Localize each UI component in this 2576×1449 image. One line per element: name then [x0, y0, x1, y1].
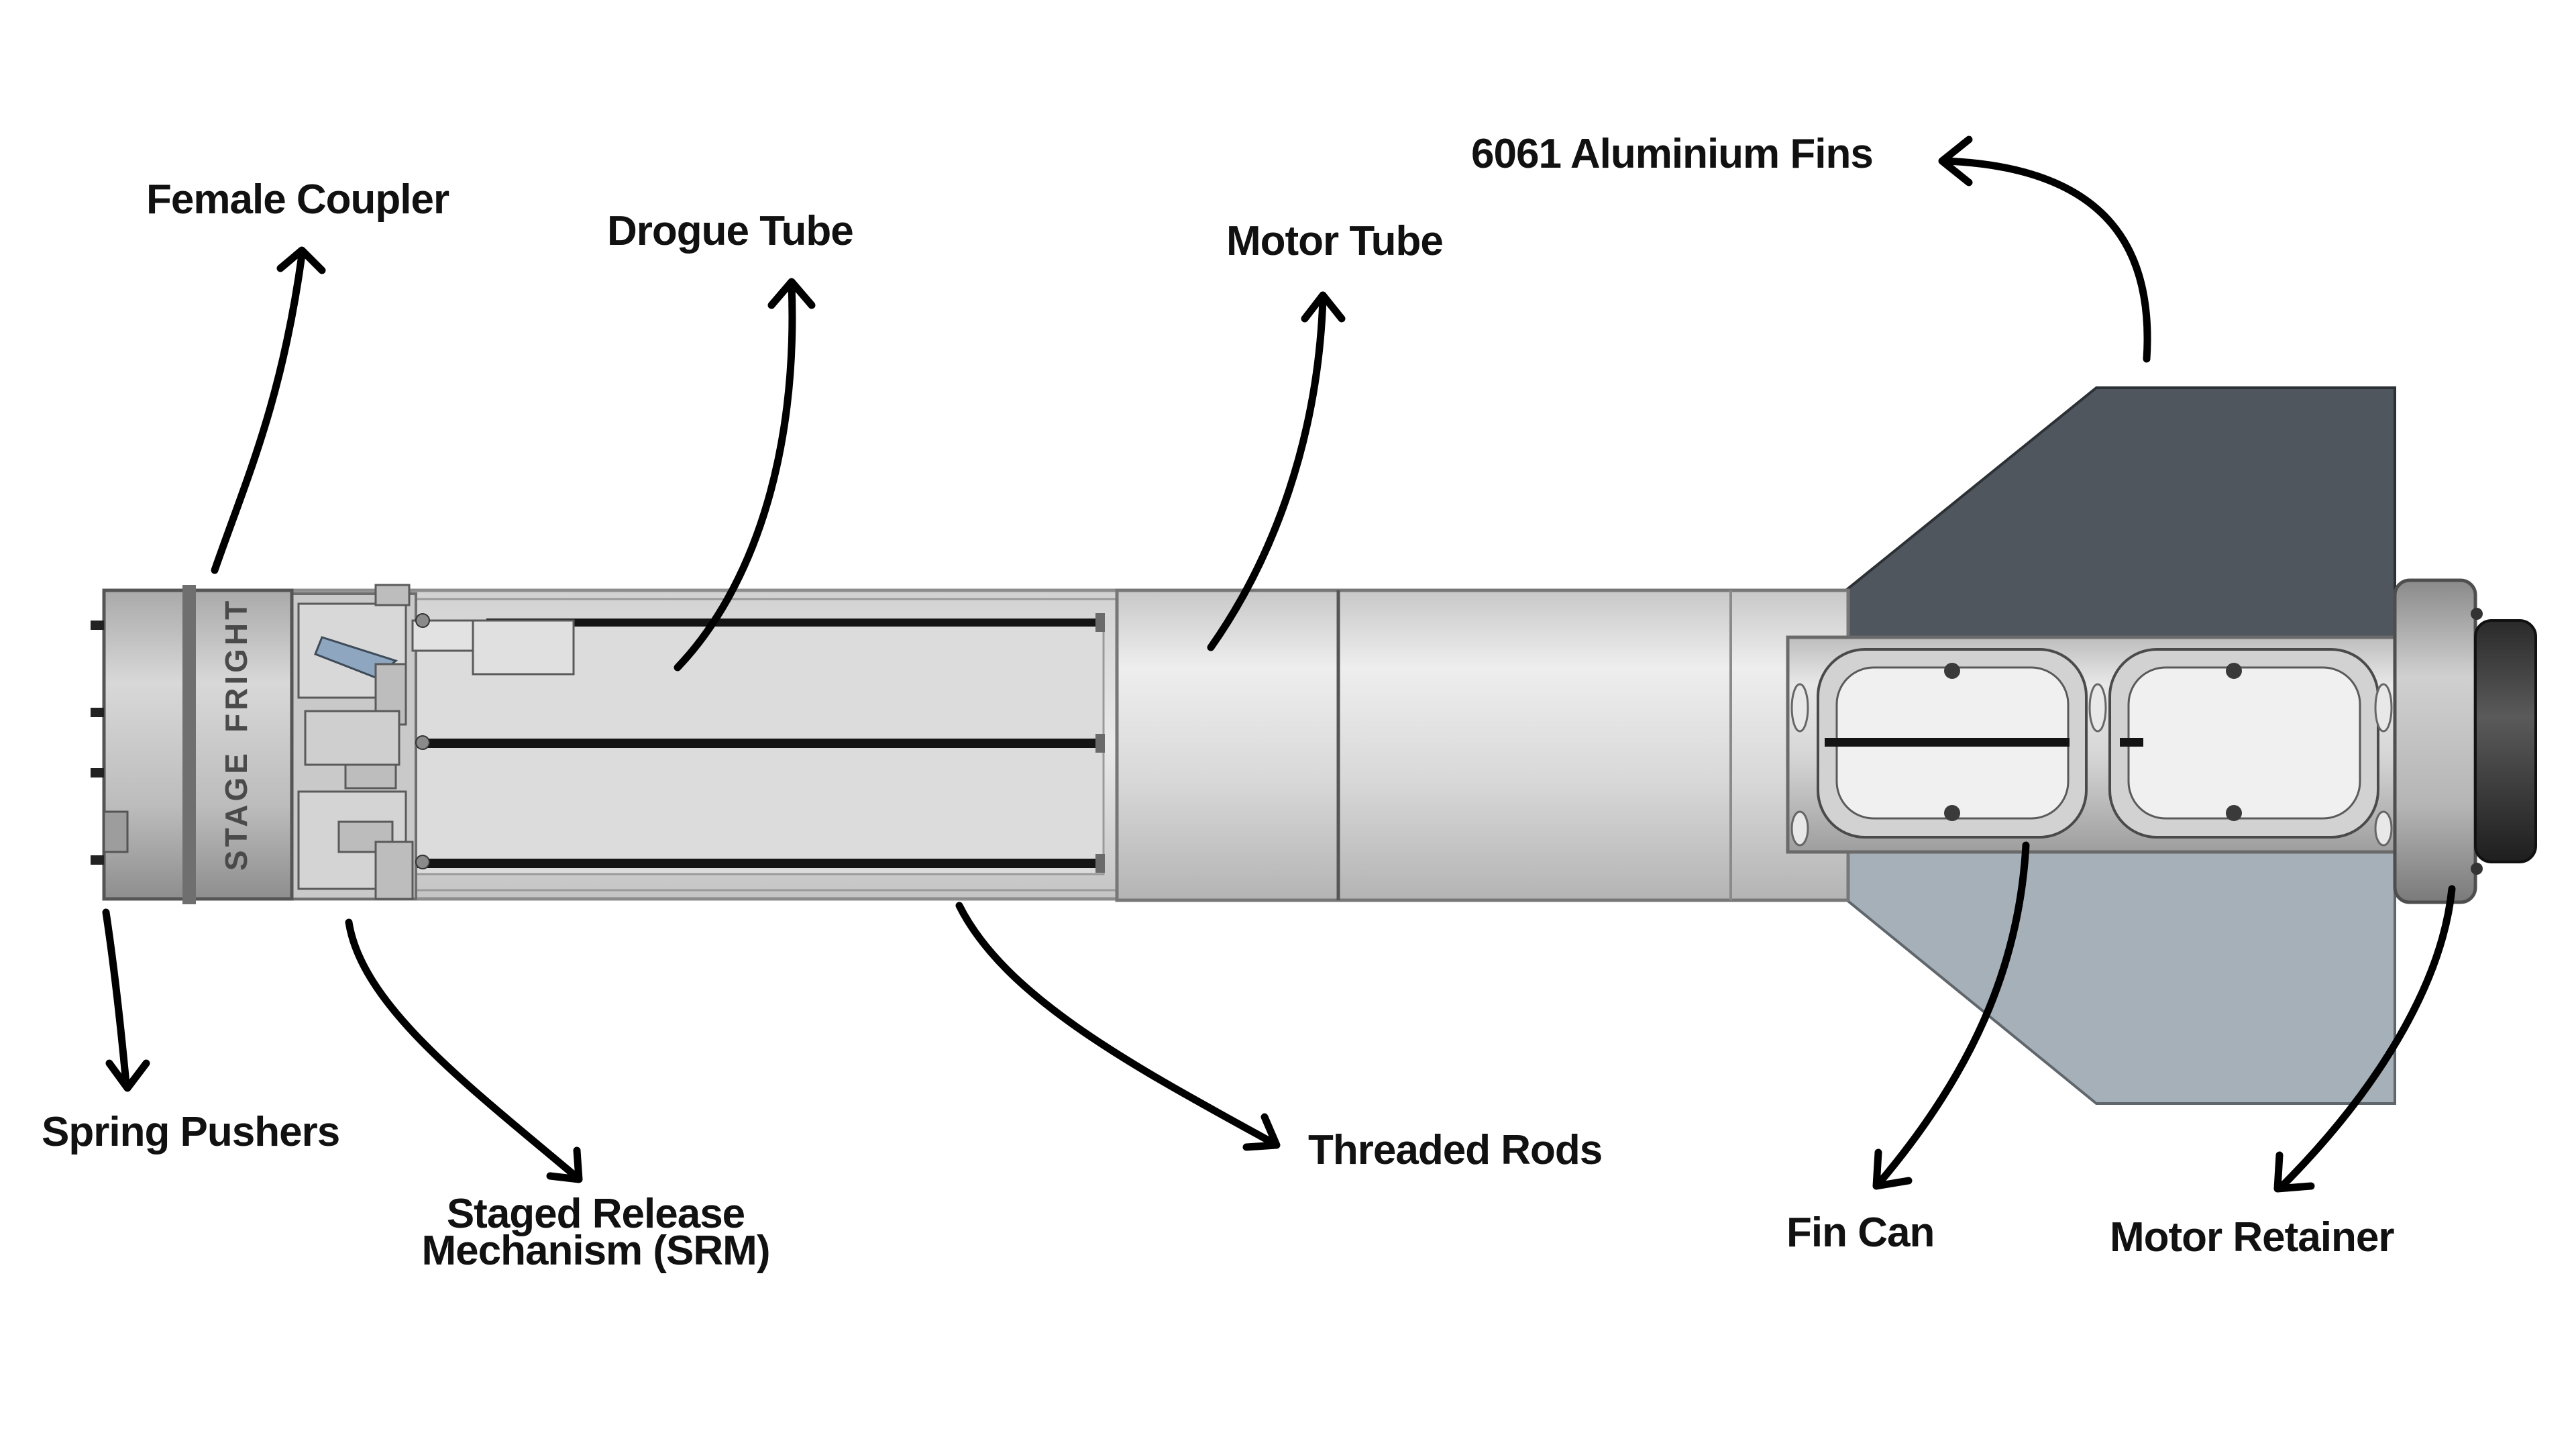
label-srm-line1: Staged Release [447, 1191, 745, 1237]
fin-can [1786, 635, 2397, 854]
brand-stage: STAGE [219, 750, 254, 871]
lower-fin [1784, 851, 2396, 1105]
arrows [102, 136, 2456, 1193]
label-spring-pushers: Spring Pushers [42, 1109, 339, 1155]
label-female-coupler: Female Coupler [146, 176, 449, 223]
female-coupler-arrow [211, 251, 306, 574]
label-motor-retainer: Motor Retainer [2110, 1214, 2394, 1260]
label-srm-line2: Mechanism (SRM) [422, 1228, 770, 1274]
motor-tube-arrow [1207, 294, 1327, 651]
threaded-rods [288, 613, 1105, 873]
label-aluminium-fins: 6061 Aluminium Fins [1471, 131, 1873, 177]
label-fin-can: Fin Can [1786, 1210, 1934, 1256]
fins-arrow [1941, 157, 2151, 363]
drogue-tube-arrow [674, 281, 796, 672]
motor-retainer-arrow [2277, 885, 2456, 1191]
female-coupler [102, 585, 294, 904]
label-motor-tube: Motor Tube [1226, 218, 1443, 264]
label-drogue-tube: Drogue Tube [607, 208, 853, 254]
spring-pushers-arrow [102, 908, 130, 1087]
label-threaded-rods: Threaded Rods [1308, 1127, 1602, 1173]
motor-tube [1115, 588, 1850, 902]
threaded-rods-arrow [955, 902, 1279, 1148]
motor-retainer [2393, 578, 2537, 904]
spring-pushers [91, 621, 104, 865]
srm-arrow [345, 918, 581, 1181]
fin-can-arrow [1874, 841, 2030, 1188]
upper-fin [1784, 386, 2396, 639]
brand-fright: FRIGHT [219, 598, 254, 733]
staged-release-mechanism [287, 584, 575, 900]
